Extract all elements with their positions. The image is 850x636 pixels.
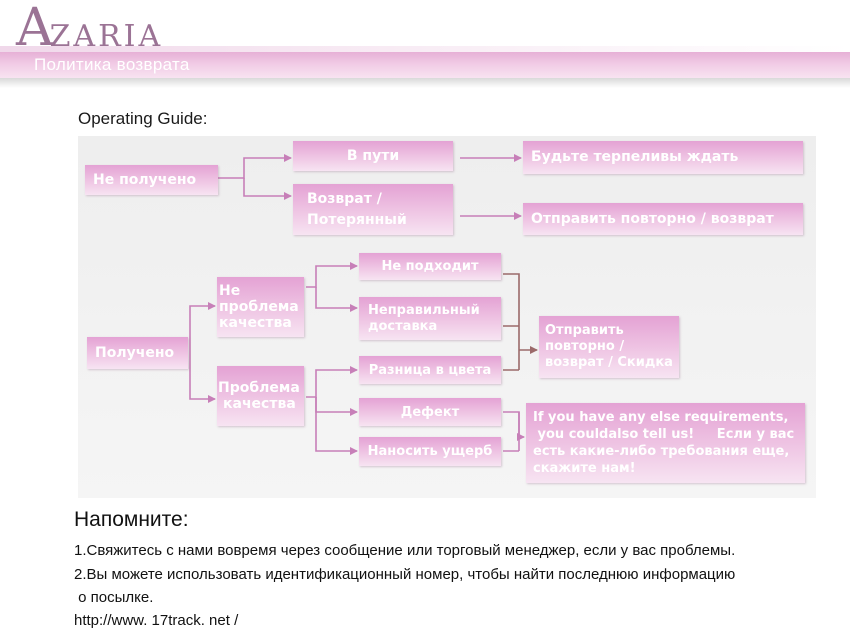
wrong-delivery-line2: доставка [368, 318, 438, 334]
connector-received-quality [189, 352, 216, 403]
return-lost-line2: Потерянный [307, 211, 407, 228]
box-not-quality-issue: Не проблема качества [217, 277, 304, 337]
connector-noquality-wrong [315, 287, 358, 312]
not-quality-line3: качества [219, 315, 292, 331]
box-be-patient: Будьте терпеливы ждать [523, 141, 803, 174]
return-lost-line1: Возврат / [307, 190, 382, 207]
other-line2: you couldalso tell us! Если у вас [533, 427, 795, 442]
connector-quality [306, 366, 358, 398]
connector-received [189, 302, 216, 352]
connector-join-other [503, 411, 520, 452]
header-band-shadow [0, 78, 850, 88]
box-received: Получено [87, 337, 188, 369]
operating-guide-title: Operating Guide: [78, 109, 208, 128]
box-in-transit: В пути [293, 141, 453, 171]
resend-discount-line2: повторно / [545, 339, 625, 354]
quality-line2: качества [223, 396, 296, 412]
page-title: Политика возврата [34, 55, 190, 74]
other-line3: есть какие-либо требования еще, [533, 444, 790, 459]
resend-discount-line3: возврат / Скидка [545, 355, 673, 370]
remind-line-2: 2.Вы можете использовать идентификационн… [74, 566, 736, 583]
connector-other [517, 412, 525, 441]
remind-line-1: 1.Свяжитесь с нами вовремя через сообщен… [74, 542, 736, 559]
connector-not-received [218, 154, 292, 179]
header-rule [0, 46, 850, 52]
quality-line1: Проблема [218, 380, 300, 396]
tracking-link[interactable]: http://www. 17track. net / [74, 612, 239, 629]
wrong-delivery-line1: Неправильный [368, 302, 480, 318]
box-not-received: Не получено [85, 165, 218, 195]
header-band [0, 52, 850, 78]
resend-discount-line1: Отправить [545, 323, 624, 338]
box-resend-discount: Отправить повторно / возврат / Скидка [539, 316, 679, 378]
connector-quality-defect [315, 397, 358, 416]
box-return-lost: Возврат / Потерянный [293, 184, 453, 235]
connector-join-resend [503, 273, 520, 371]
other-line1: If you have any else requirements, [533, 410, 789, 425]
not-quality-line1: Не [219, 283, 241, 299]
connector-not-received-lost [243, 178, 292, 200]
box-resend-return: Отправить повторно / возврат [523, 203, 803, 235]
box-quality-issue: Проблема качества [217, 366, 304, 426]
other-line4: скажите нам! [533, 461, 636, 476]
remind-title: Напомните: [74, 508, 189, 531]
not-quality-line2: проблема [219, 299, 299, 315]
remind-line-3: о посылке. [74, 589, 154, 606]
connector-noquality [306, 262, 358, 288]
box-not-fit: Не подходит [359, 253, 501, 280]
box-damage: Наносить ущерб [359, 437, 501, 466]
box-wrong-delivery: Неправильный доставка [359, 297, 501, 340]
box-defect: Дефект [359, 398, 501, 426]
logo-initial: A [16, 0, 54, 58]
box-color-diff: Разница в цвета [359, 356, 501, 384]
connector-quality-damage [315, 397, 358, 455]
box-other-requirements: If you have any else requirements, you c… [526, 403, 805, 483]
